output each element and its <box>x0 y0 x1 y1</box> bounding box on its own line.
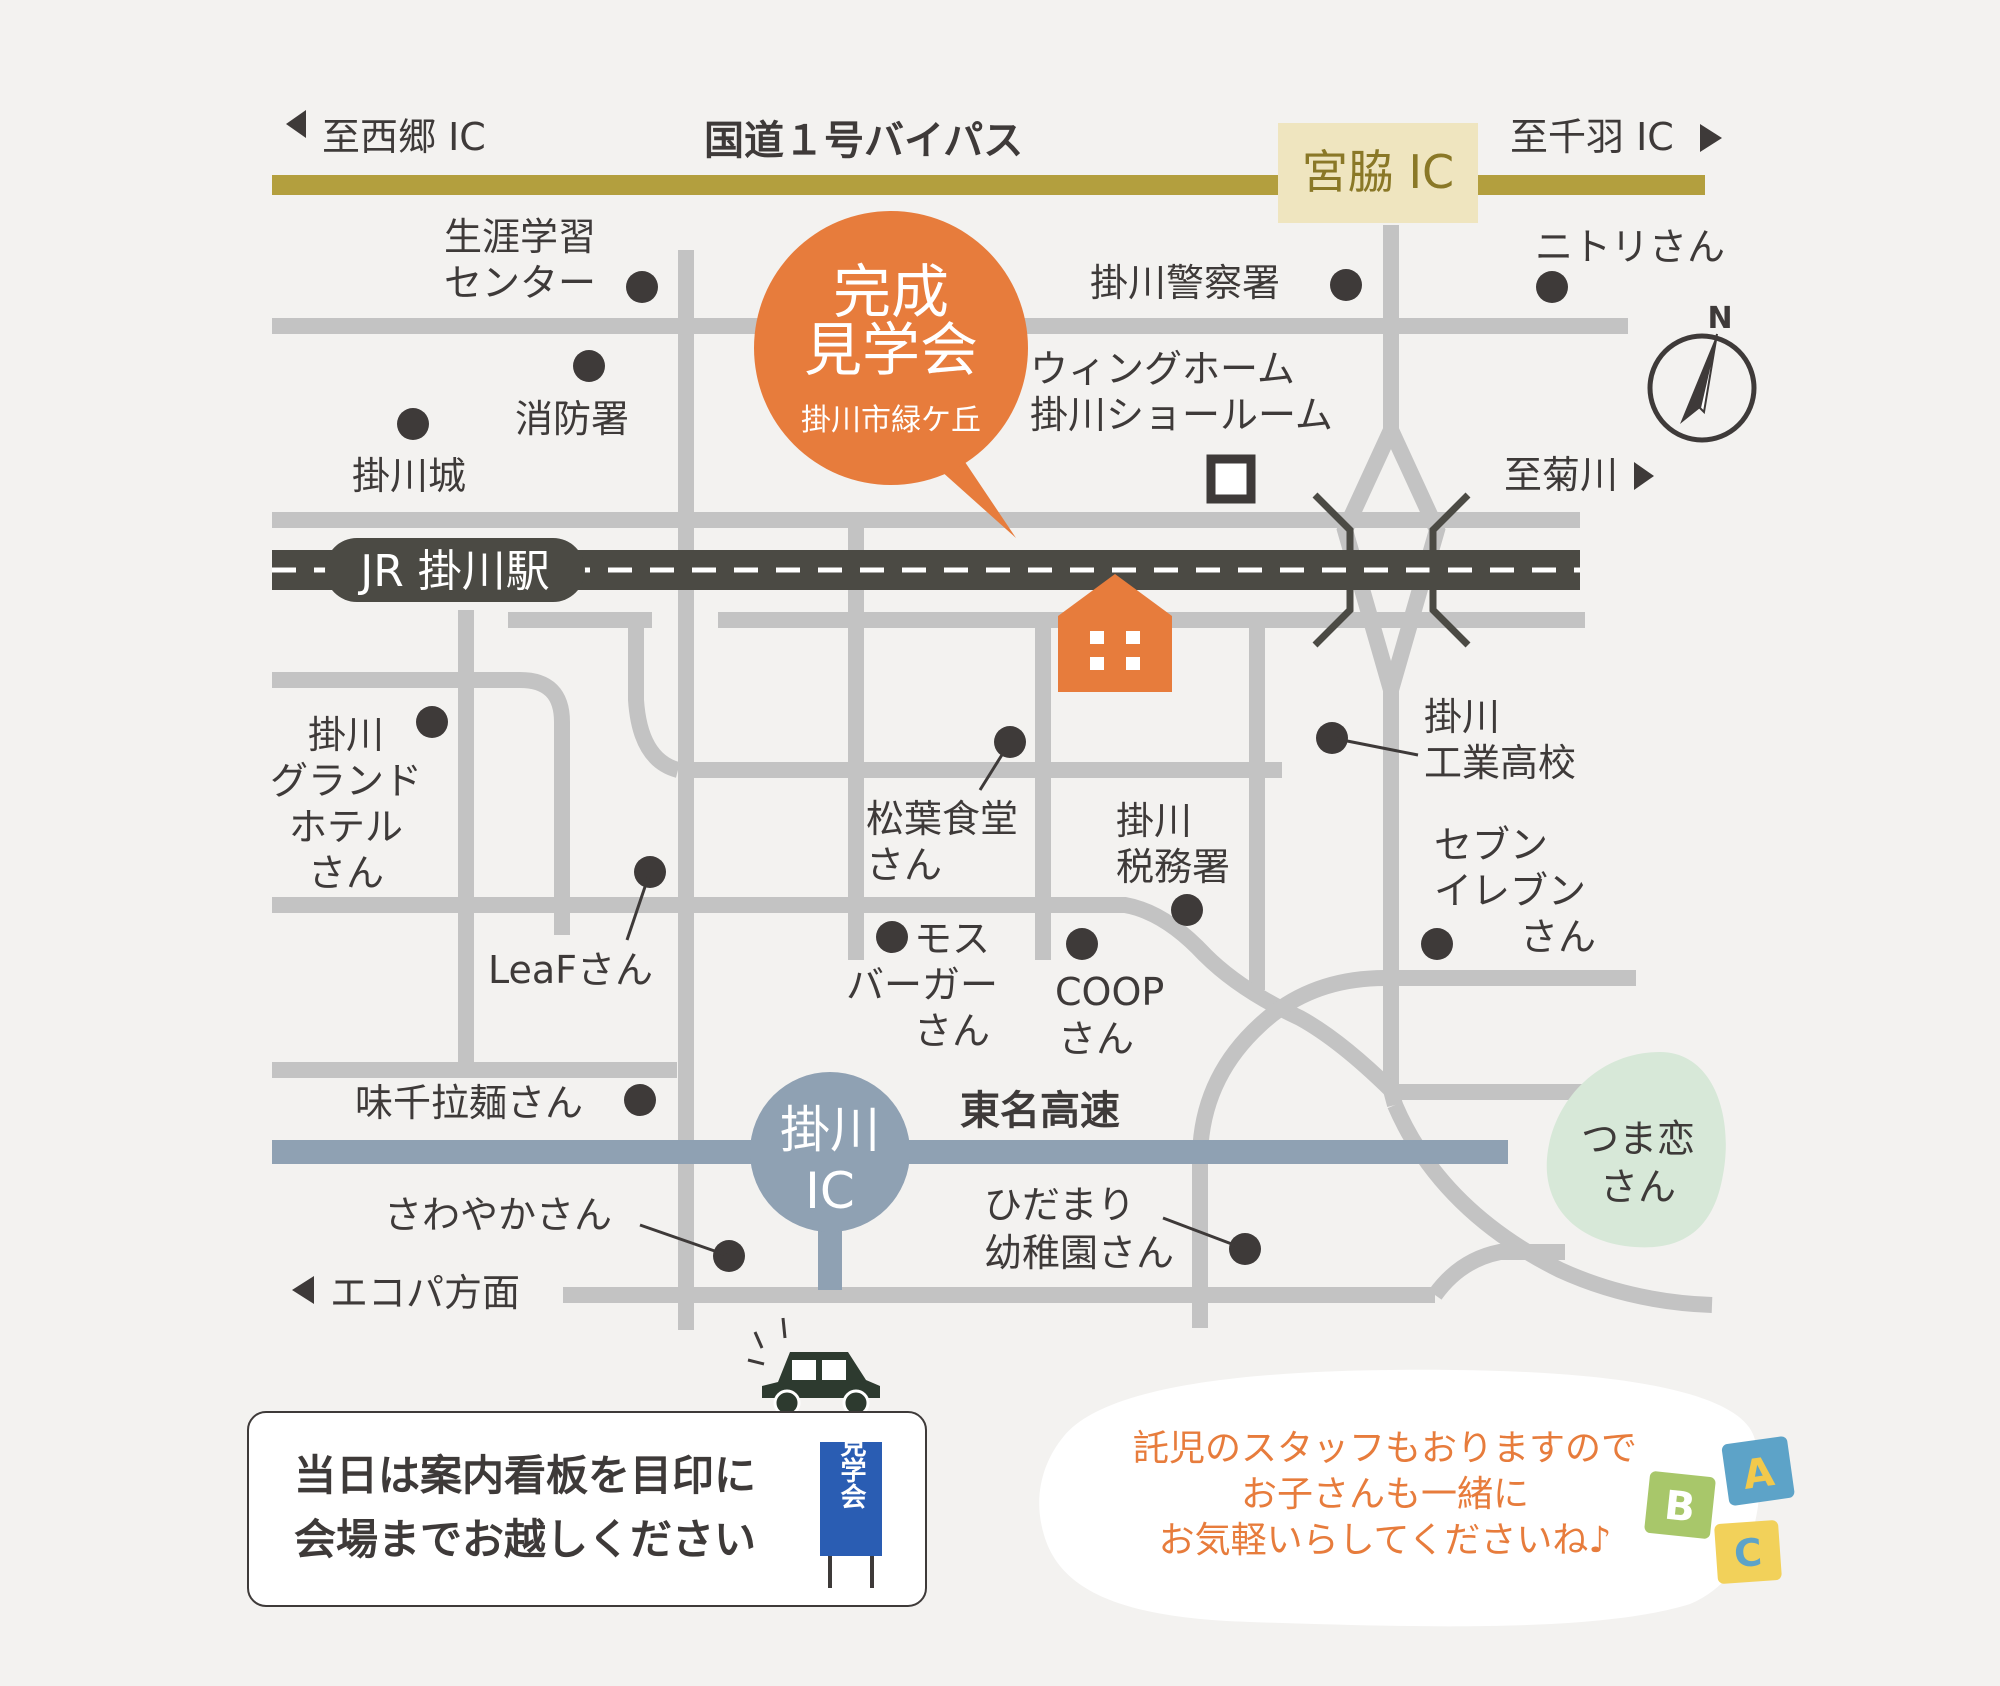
dot-mos <box>876 921 908 953</box>
compass-north-label: N <box>1707 301 1732 336</box>
landmark-dots <box>397 269 1568 1272</box>
label-shoyo-2: さん <box>866 843 942 887</box>
kakegawa-ic-label-2: IC <box>805 1162 855 1220</box>
overpass-brackets <box>1312 492 1471 648</box>
signboard-text: 見学会 <box>836 1431 866 1510</box>
tomei-name: 東名高速 <box>960 1088 1120 1134</box>
label-seven-1: セブン <box>1434 823 1548 867</box>
label-lifelong-center-1: 生涯学習 <box>444 215 596 259</box>
road-south-east-west <box>272 897 1397 1096</box>
miyawaki-ic-badge <box>1278 123 1478 223</box>
label-hidamari-2: 幼稚園さん <box>984 1231 1174 1275</box>
label-leaf: LeaFさん <box>488 948 653 992</box>
dot-tax-office <box>1171 894 1203 926</box>
venue-address: 掛川市緑ケ丘 <box>801 403 981 438</box>
label-tsumakoi-2: さん <box>1600 1165 1676 1209</box>
dot-castle <box>397 408 429 440</box>
venue-house-icon <box>1058 574 1172 692</box>
arrow-right-icon <box>1634 462 1654 490</box>
jr-station-badge: JR 掛川駅 <box>325 538 585 602</box>
venue-title-1: 完成 <box>833 258 949 326</box>
abc-blocks-icon: A B C <box>1644 1436 1795 1584</box>
childcare-line-2: お子さんも一緒に <box>1241 1474 1529 1515</box>
label-hidamari-1: ひだまり <box>984 1183 1135 1227</box>
road-ic-diamond-west <box>1336 426 1399 693</box>
road-hotel-curve <box>272 672 570 935</box>
bypass-name: 国道１号バイパス <box>704 118 1023 164</box>
childcare-cloud: 託児のスタッフもおりますので お子さんも一緒に お気軽いらしてくださいね♪ <box>1039 1369 1760 1627</box>
dot-nitori <box>1536 271 1568 303</box>
venue-callout: 完成 見学会 掛川市緑ケ丘 <box>754 211 1028 538</box>
label-tech-school-2: 工業高校 <box>1424 741 1576 785</box>
compass-icon: N <box>1647 301 1757 443</box>
label-seven-2: イレブン <box>1434 869 1586 913</box>
block-a-letter: A <box>1740 1449 1777 1499</box>
to-saigo-ic: 至西郷 IC <box>322 115 486 159</box>
to-kikugawa: 至菊川 <box>1504 453 1618 497</box>
road-route-south <box>1383 690 1403 1108</box>
label-tax-office-1: 掛川 <box>1116 799 1192 843</box>
label-castle: 掛川城 <box>352 454 466 498</box>
road-ecopa-curve <box>1428 1244 1565 1300</box>
label-police: 掛川警察署 <box>1090 261 1280 305</box>
dot-seven <box>1421 928 1453 960</box>
dot-lifelong-center <box>626 271 658 303</box>
label-ramen: 味千拉麺さん <box>355 1081 583 1125</box>
label-grand-hotel-2: グランド <box>270 759 422 803</box>
label-coop-2: さん <box>1058 1017 1134 1061</box>
leader-lines <box>625 736 1419 1258</box>
label-grand-hotel-1: 掛川 <box>308 713 384 757</box>
childcare-line-3: お気軽いらしてくださいね♪ <box>1159 1520 1612 1561</box>
notice-line-2: 会場までお越しください <box>294 1515 756 1564</box>
road-rail-curve-west <box>628 620 681 778</box>
notice-line-1: 当日は案内看板を目印に <box>294 1451 756 1500</box>
dot-grand-hotel <box>416 706 448 738</box>
miyawaki-ic-label: 宮脇 IC <box>1302 145 1454 199</box>
notice-box: 当日は案内看板を目印に 会場までお越しください 見学会 <box>247 1411 927 1607</box>
to-senba-ic: 至千羽 IC <box>1510 115 1674 159</box>
label-coop-1: COOP <box>1055 970 1164 1014</box>
label-tsumakoi-1: つま恋 <box>1581 1117 1695 1161</box>
block-b-letter: B <box>1662 1483 1697 1532</box>
label-shoyo-1: 松葉食堂 <box>866 797 1018 841</box>
road-labels: 至西郷 IC 国道１号バイパス 至千羽 IC 至菊川 東名高速 エコパ方面 <box>286 110 1722 1315</box>
block-c-letter: C <box>1733 1530 1764 1576</box>
kakegawa-ic-label-1: 掛川 <box>780 1101 880 1159</box>
landmark-labels: 生涯学習 センター 消防署 掛川城 掛川警察署 ニトリさん ウィングホーム 掛川… <box>270 215 1725 1275</box>
arrow-left-icon <box>286 110 306 138</box>
road-seven-arc <box>1192 970 1636 1328</box>
label-mos-2: バーガー <box>846 963 998 1007</box>
arrow-right-icon <box>1700 124 1722 152</box>
childcare-line-1: 託児のスタッフもおりますので <box>1133 1428 1637 1469</box>
tsumakoi-park <box>1546 1052 1726 1248</box>
dot-police <box>1330 269 1362 301</box>
dot-coop <box>1066 928 1098 960</box>
dot-fire-station <box>573 350 605 382</box>
arrow-left-icon <box>292 1276 314 1304</box>
label-seven-3: さん <box>1520 915 1596 959</box>
label-sawayaka: さわやかさん <box>384 1193 612 1237</box>
showroom-marker <box>1206 454 1256 504</box>
label-fire-station: 消防署 <box>515 397 629 441</box>
label-tech-school-1: 掛川 <box>1424 695 1500 739</box>
label-lifelong-center-2: センター <box>444 261 596 305</box>
label-wing-home-1: ウィングホーム <box>1030 347 1295 391</box>
venue-title-2: 見学会 <box>804 316 978 384</box>
label-mos-1: モス <box>914 917 990 961</box>
signboard-icon: 見学会 <box>820 1431 882 1588</box>
label-tax-office-2: 税務署 <box>1116 845 1230 889</box>
label-grand-hotel-4: さん <box>308 851 384 895</box>
label-mos-3: さん <box>914 1009 990 1053</box>
car-icon <box>747 1317 880 1417</box>
dot-ramen <box>624 1084 656 1116</box>
jr-station-name: JR 掛川駅 <box>357 546 550 597</box>
label-nitori: ニトリさん <box>1535 225 1725 269</box>
local-roads <box>272 225 1713 1330</box>
label-grand-hotel-3: ホテル <box>289 805 403 849</box>
to-ecopa: エコパ方面 <box>330 1271 520 1315</box>
label-wing-home-2: 掛川ショールーム <box>1030 393 1333 437</box>
kakegawa-ic-badge: 掛川 IC <box>750 1072 910 1232</box>
